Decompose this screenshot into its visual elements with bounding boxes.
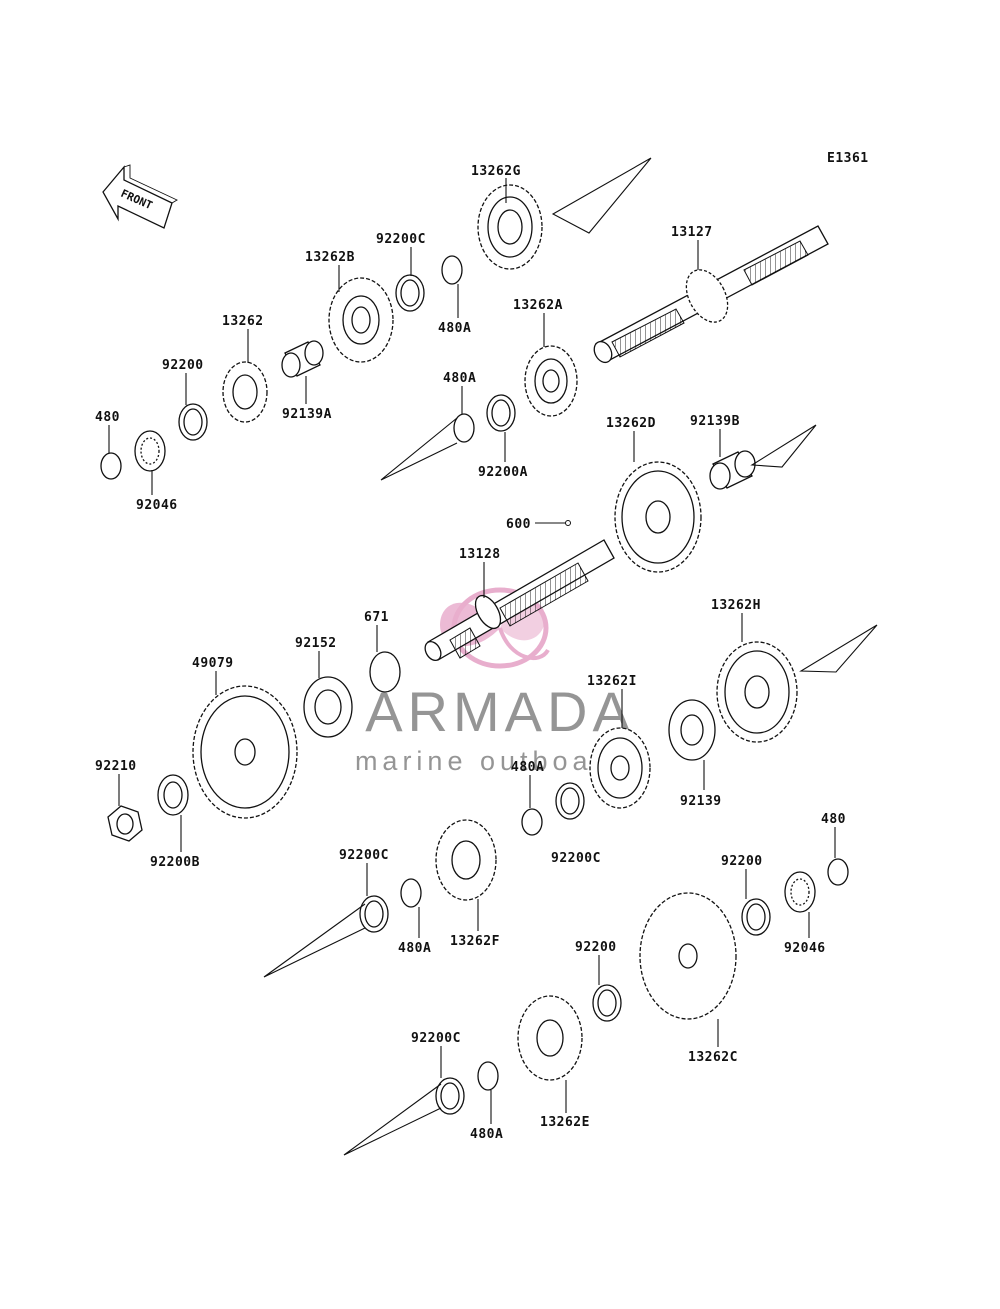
sprocket-49079 <box>192 685 298 819</box>
part-label-13127: 13127 <box>671 225 713 240</box>
part-label-480a: 480A <box>443 371 476 386</box>
gear-13262g <box>477 184 543 270</box>
circlip-480a-d <box>400 878 422 908</box>
part-label-13262f: 13262F <box>450 934 500 949</box>
part-label-92200: 92200 <box>575 940 617 955</box>
part-label-92046: 92046 <box>136 498 178 513</box>
diagram-code: E1361 <box>827 151 869 166</box>
washer-92200c-d <box>435 1077 465 1115</box>
assembly-lines <box>108 157 878 1156</box>
bearing-92046-lower <box>784 871 816 913</box>
bearing-92152 <box>303 676 353 738</box>
washer-92200b <box>157 774 189 816</box>
washer-92200-c <box>592 984 622 1022</box>
gear-13262e <box>517 995 583 1081</box>
part-label-92152: 92152 <box>295 636 337 651</box>
part-label-92200: 92200 <box>721 854 763 869</box>
part-label-13262g: 13262G <box>471 164 521 179</box>
bushing-92139b <box>709 450 756 490</box>
needle-bearing-92139a <box>281 340 324 378</box>
mainshaft-13128 <box>424 539 615 661</box>
gear-13262b <box>328 277 394 363</box>
watermark-title: ARMADA <box>365 680 635 743</box>
part-label-480a: 480A <box>438 321 471 336</box>
part-label-92139a: 92139A <box>282 407 332 422</box>
front-arrow-icon: FRONT <box>102 164 178 229</box>
part-label-13262c: 13262C <box>688 1050 738 1065</box>
bearing-92046-upper <box>134 430 166 472</box>
gear-13262c <box>639 892 737 1020</box>
part-label-49079: 49079 <box>192 656 234 671</box>
part-label-480: 480 <box>95 410 120 425</box>
part-label-92200c: 92200C <box>411 1031 461 1046</box>
part-label-13262a: 13262A <box>513 298 563 313</box>
gear-13262f <box>435 819 497 901</box>
part-labels: 13262G 92200C 13262B 480A 13127 13262A 1… <box>95 164 846 1142</box>
part-label-13262h: 13262H <box>711 598 761 613</box>
part-label-13262d: 13262D <box>606 416 656 431</box>
part-label-92200a: 92200A <box>478 465 528 480</box>
gear-13262d <box>614 461 702 573</box>
part-label-13262e: 13262E <box>540 1115 590 1130</box>
washer-92200a <box>486 394 516 432</box>
gear-13262 <box>222 361 268 423</box>
washer-92200c-b <box>555 782 585 820</box>
part-label-13262i: 13262I <box>587 674 637 689</box>
countershaft-13127 <box>593 225 829 364</box>
bushing-92139 <box>668 699 716 761</box>
gear-13262i <box>589 727 651 809</box>
part-label-480: 480 <box>821 812 846 827</box>
circlip-480a-upper <box>441 255 463 285</box>
part-label-671: 671 <box>364 610 389 625</box>
part-label-480a: 480A <box>511 760 544 775</box>
part-label-92046: 92046 <box>784 941 826 956</box>
circlip-480a-e <box>477 1061 499 1091</box>
part-label-92139b: 92139B <box>690 414 740 429</box>
circlip-480a-mid <box>453 413 475 443</box>
circlip-480a-c <box>521 808 543 836</box>
nut-92210 <box>107 805 143 842</box>
part-label-92139: 92139 <box>680 794 722 809</box>
circlip-480-lower <box>827 858 849 886</box>
part-label-13262: 13262 <box>222 314 264 329</box>
washer-92200a-upper <box>178 403 208 441</box>
part-label-480a: 480A <box>470 1127 503 1142</box>
washer-92200-b <box>741 898 771 936</box>
oring-671 <box>369 651 401 693</box>
washer-92200c-c <box>359 895 389 933</box>
part-label-13262b: 13262B <box>305 250 355 265</box>
part-label-92200c: 92200C <box>339 848 389 863</box>
part-label-480a: 480A <box>398 941 431 956</box>
part-label-600: 600 <box>506 517 531 532</box>
part-label-92210: 92210 <box>95 759 137 774</box>
gear-13262a <box>524 345 578 417</box>
part-label-92200c: 92200C <box>376 232 426 247</box>
gear-13262h <box>716 641 798 743</box>
part-label-13128: 13128 <box>459 547 501 562</box>
part-label-92200: 92200 <box>162 358 204 373</box>
part-label-92200c: 92200C <box>551 851 601 866</box>
washer-92200c-upper <box>395 274 425 312</box>
part-label-92200b: 92200B <box>150 855 200 870</box>
circlip-480-upper <box>100 452 122 480</box>
